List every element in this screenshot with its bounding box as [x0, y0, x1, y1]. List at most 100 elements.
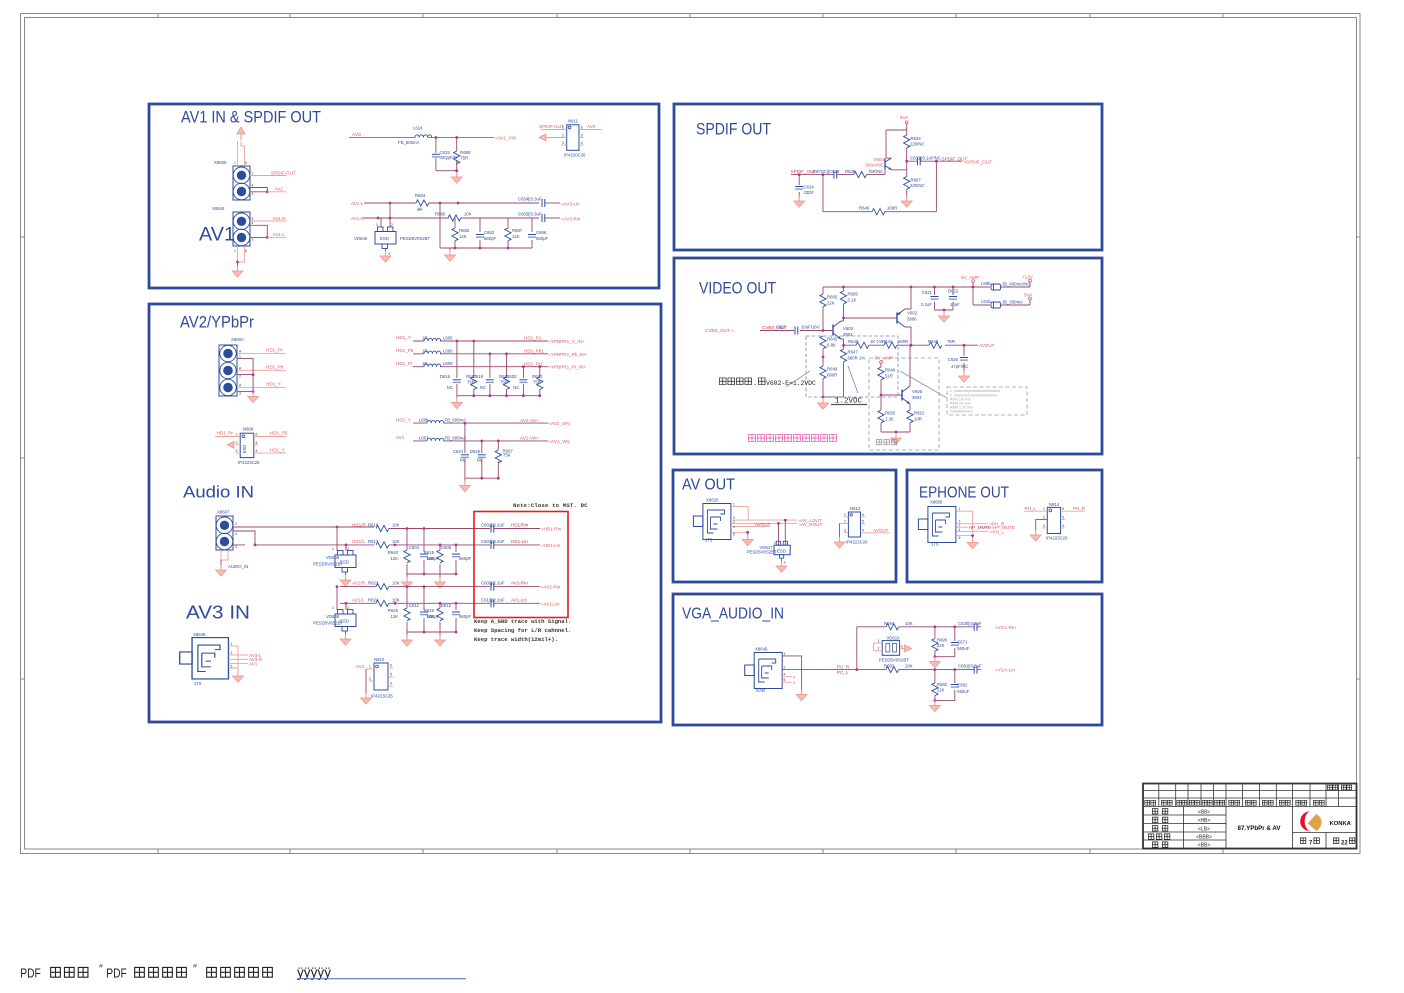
svg-text:HD1_Pr: HD1_Pr [396, 361, 413, 366]
svg-text:AV OUT: AV OUT [682, 477, 735, 494]
svg-text:NC: NC [513, 385, 519, 390]
svg-text:1: 1 [1043, 507, 1045, 511]
svg-text:2: 2 [562, 134, 564, 138]
svg-text:<LB>: <LB> [1198, 827, 1210, 833]
svg-text:EPHONE OUT: EPHONE OUT [919, 485, 1009, 502]
svg-text:HD1/L: HD1/L [352, 539, 365, 544]
svg-text:3: 3 [784, 561, 786, 565]
svg-text:2: 2 [391, 223, 393, 227]
svg-text:12K: 12K [426, 614, 434, 619]
svg-text:N809: N809 [243, 427, 254, 432]
svg-text:NC: NC [477, 458, 483, 463]
svg-text:1R: 1R [422, 361, 428, 366]
svg-text:AV1-R: AV1-R [351, 216, 365, 221]
svg-text:C620: C620 [506, 374, 517, 379]
svg-text:V602: V602 [907, 311, 918, 316]
svg-text:0.1uF: 0.1uF [921, 302, 932, 307]
svg-text:560R: 560R [898, 339, 908, 344]
svg-text:«AV1-Lin: «AV1-Lin [541, 601, 560, 606]
svg-text:«HP_MUTE: «HP_MUTE [991, 525, 1016, 530]
svg-text:2: 2 [369, 677, 371, 681]
svg-text:V603: V603 [843, 326, 854, 331]
svg-text:2: 2 [1043, 516, 1045, 520]
svg-text:HD1_Pr: HD1_Pr [266, 348, 283, 353]
svg-text:R605: R605 [827, 295, 838, 300]
svg-text:560uF: 560uF [957, 646, 970, 651]
svg-text:47pF/NC: 47pF/NC [951, 364, 968, 369]
svg-text:5: 5 [245, 249, 247, 253]
svg-text:560pF: 560pF [536, 236, 549, 241]
svg-text:C682: C682 [957, 683, 968, 688]
svg-text:2: 2 [878, 647, 880, 651]
svg-text:PH_L: PH_L [1025, 506, 1037, 511]
svg-text:R687: R687 [512, 228, 523, 233]
svg-text:4: 4 [959, 528, 961, 532]
svg-text:5: 5 [784, 678, 786, 682]
svg-text:5V_AMP: 5V_AMP [961, 275, 979, 280]
svg-text:N812: N812 [850, 506, 861, 511]
svg-text:75R: 75R [947, 339, 955, 344]
svg-text:10K: 10K [392, 539, 400, 544]
svg-text:51R: 51R [885, 374, 893, 379]
svg-text:SPDIF-OUT: SPDIF-OUT [539, 124, 564, 129]
svg-text:1: 1 [878, 639, 880, 643]
svg-text:12K: 12K [512, 234, 520, 239]
svg-text:«YPBPR1_Y_IN+: «YPBPR1_Y_IN+ [549, 339, 585, 344]
svg-text:HD1_Pb: HD1_Pb [396, 348, 414, 353]
svg-text:3: 3 [1043, 524, 1045, 528]
svg-text:2. mmmmmmm(mmmmmmmm:: 2. mmmmmmm(mmmmmmmm: [950, 394, 998, 398]
svg-text:HD1-Lin: HD1-Lin [511, 539, 528, 544]
svg-text:C611: C611 [409, 603, 420, 608]
svg-text:680R: 680R [827, 373, 837, 378]
svg-text:VD617: VD617 [760, 545, 774, 550]
svg-text:NC: NC [460, 458, 466, 463]
svg-text:AVOUT: AVOUT [755, 522, 771, 527]
svg-text:C602||2.2uF: C602||2.2uF [481, 523, 505, 528]
svg-text:R637: R637 [466, 374, 477, 379]
svg-text:75R/NC: 75R/NC [868, 169, 883, 174]
svg-text:560uF: 560uF [957, 689, 970, 694]
svg-text:1: 1 [774, 541, 776, 545]
svg-text:R645: R645 [928, 339, 939, 344]
svg-text:R646: R646 [859, 206, 870, 211]
svg-text:HD1_Y: HD1_Y [396, 335, 411, 340]
svg-text:R617: R617 [368, 539, 379, 544]
svg-text:L60b: L60b [981, 281, 991, 286]
svg-text:+12V: +12V [1022, 275, 1034, 280]
svg-text:AV1-R: AV1-R [273, 216, 287, 221]
svg-text:C626: C626 [948, 357, 959, 362]
svg-text:1uF/NC||C628: 1uF/NC||C628 [812, 169, 840, 174]
svg-text:5VA: 5VA [900, 115, 909, 120]
svg-text:3: 3 [239, 392, 241, 396]
svg-text:1.2VDC: 1.2VDC [835, 398, 862, 406]
svg-text:22K: 22K [937, 643, 945, 648]
svg-text:Note:Close to MST. DC: Note:Close to MST. DC [513, 502, 588, 509]
svg-text:1. mmmmm(mmmmmmmmmmm: 1. mmmmm(mmmmmmmmmmm [950, 389, 1000, 393]
svg-text:1: 1 [332, 606, 334, 610]
svg-text:12K: 12K [390, 614, 398, 619]
svg-text:560pF: 560pF [427, 614, 440, 619]
svg-text:6: 6 [581, 126, 583, 130]
svg-text:4: 4 [784, 673, 786, 677]
svg-text:R642: R642 [827, 337, 838, 342]
svg-text:12K: 12K [390, 556, 398, 561]
svg-text:R644 1% mm: R644 1% mm [950, 402, 971, 406]
svg-text:3: 3 [844, 528, 846, 532]
svg-text:X8645: X8645 [212, 206, 225, 211]
svg-text:2: 2 [239, 375, 241, 379]
svg-text:«AV3-Lin: «AV3-Lin [561, 202, 580, 207]
svg-text:6: 6 [390, 664, 392, 668]
svg-text:680R 1%: 680R 1% [848, 356, 866, 361]
svg-text:2: 2 [844, 519, 846, 523]
svg-text:R692: R692 [937, 682, 948, 687]
svg-text:JB_600mA: JB_600mA [1002, 300, 1023, 305]
svg-text:C621: C621 [922, 290, 933, 295]
svg-text:33DF: 33DF [804, 190, 815, 195]
svg-text:C619: C619 [473, 374, 484, 379]
svg-text:1K: 1K [417, 207, 422, 212]
svg-text:«AV_ROUT: «AV_ROUT [799, 522, 823, 527]
svg-text:R608: R608 [460, 150, 471, 155]
svg-text:R647: R647 [848, 350, 859, 355]
svg-text:3: 3 [733, 516, 735, 520]
svg-text:«HD1-Rin: «HD1-Rin [541, 527, 562, 532]
